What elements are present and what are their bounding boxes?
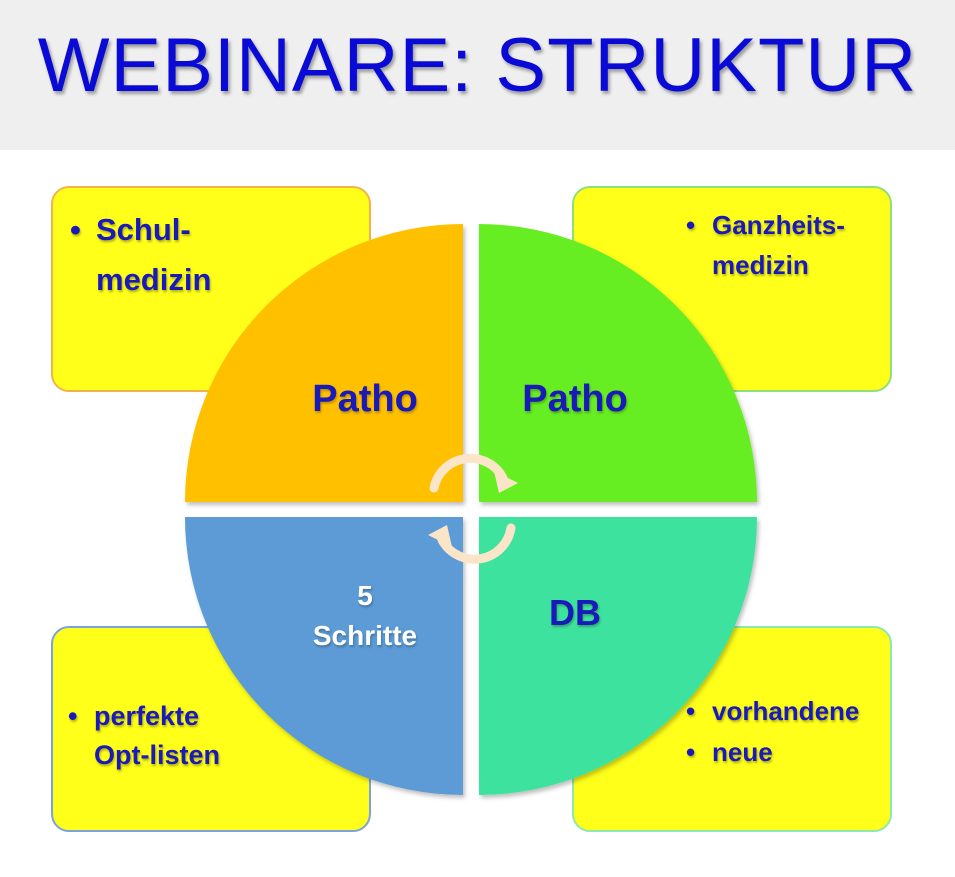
cycle-arrow-bottom-icon xyxy=(428,523,516,564)
quadrant-bottom-left-label-line-2: Schritte xyxy=(312,620,418,651)
quadrant-bottom-right-label: DB xyxy=(549,592,601,633)
box-top-left-list: Schul- medizin xyxy=(70,205,330,305)
box-top-left-line-1: Schul- xyxy=(96,212,191,247)
quadrant-top-right xyxy=(479,224,757,502)
quadrant-top-left-label: Patho xyxy=(312,378,418,420)
title-bar xyxy=(0,0,955,150)
box-bottom-right-item-2: neue xyxy=(686,732,886,773)
box-top-right-item: Ganzheits- medizin xyxy=(686,205,886,285)
box-bottom-right-list: vorhandene neue xyxy=(686,691,886,773)
box-bottom-left-list: perfekte Opt-listen xyxy=(68,697,328,775)
quadrant-top-right-label: Patho xyxy=(522,378,628,420)
box-top-right-list: Ganzheits- medizin xyxy=(686,205,886,285)
quadrant-top-left xyxy=(185,224,463,502)
box-bottom-left-item: perfekte Opt-listen xyxy=(68,697,328,775)
box-top-right-line-2: medizin xyxy=(712,250,809,280)
box-bottom-left-line-1: perfekte xyxy=(94,701,200,731)
box-top-right-line-1: Ganzheits- xyxy=(712,210,845,240)
box-bottom-left-line-2: Opt-listen xyxy=(94,740,220,770)
box-top-left-item: Schul- medizin xyxy=(70,205,330,305)
quadrant-bottom-left-label-line-1: 5 xyxy=(357,580,373,611)
box-bottom-right-item-1: vorhandene xyxy=(686,691,886,732)
quadrant-bottom-left-label: 5 Schritte xyxy=(290,576,440,656)
page-title: WEBINARE: STRUKTUR xyxy=(37,23,918,108)
box-top-left-line-2: medizin xyxy=(96,262,212,297)
cycle-arrow-top-icon xyxy=(429,453,518,493)
quadrant-bottom-left xyxy=(185,517,463,795)
quadrant-bottom-right xyxy=(479,517,757,795)
